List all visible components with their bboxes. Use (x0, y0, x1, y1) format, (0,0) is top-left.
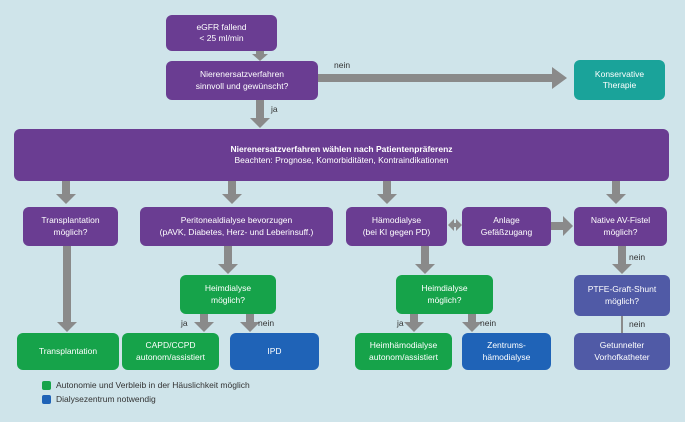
egfr-node: eGFR fallend < 25 ml/min (166, 15, 277, 51)
arrow-haemodialyse-anlage (448, 219, 462, 231)
edge-label-ja-top: ja (271, 104, 278, 114)
capd-line1: CAPD/CCPD (145, 340, 196, 351)
arrow-heimdialyse-to-ipd (240, 314, 260, 332)
legend-item-center: Dialysezentrum notwendig (42, 394, 156, 404)
anlage-line2: Gefäßzugang (480, 226, 533, 237)
edge-label-nein-zentrum: nein (480, 318, 497, 328)
heimhaemodialyse-line2: autonom/assistiert (369, 351, 438, 362)
transplantation-question-line2: möglich? (53, 226, 88, 237)
ipd-node: IPD (230, 333, 319, 370)
heimdialyse-hd-line2: möglich? (427, 294, 462, 305)
nev-question-line2: sinnvoll und gewünscht? (195, 80, 289, 91)
arrow-question-to-main (250, 100, 270, 128)
arrow-egfr-to-question (252, 50, 268, 61)
konservativ-line1: Konservative (594, 68, 645, 79)
heimdialyse-pd-line2: möglich? (210, 294, 246, 305)
peritoneal-line1: Peritonealdialyse bevorzugen (180, 215, 293, 226)
haemodialyse-node: Hämodialyse (bei KI gegen PD) (346, 207, 447, 246)
edge-label-nein-ipd: nein (258, 318, 275, 328)
arrow-native-fistel-to-ptfe (612, 246, 632, 274)
capd-node: CAPD/CCPD autonom/assistiert (122, 333, 219, 370)
edge-label-nein-ptfe: nein (629, 252, 646, 262)
arrow-anlage-to-native-fistel (551, 216, 573, 236)
legend-label-center: Dialysezentrum notwendig (56, 394, 156, 404)
haemodialyse-line2: (bei KI gegen PD) (362, 226, 431, 237)
egfr-line2: < 25 ml/min (199, 33, 244, 43)
ptfe-node: PTFE-Graft-Shunt möglich? (574, 275, 670, 316)
arrow-main-to-haemodialyse (377, 181, 397, 204)
vorhofkatheter-line1: Getunnelter (599, 340, 645, 351)
ptfe-line2: möglich? (604, 295, 640, 306)
main-choice-subtitle: Beachten: Prognose, Komorbiditäten, Kont… (234, 155, 449, 165)
heimdialyse-hd-node: Heimdialyse möglich? (396, 275, 493, 314)
edge-label-ja-heimhd: ja (397, 318, 404, 328)
zentrums-node: Zentrums- hämodialyse (462, 333, 551, 370)
heimdialyse-pd-node: Heimdialyse möglich? (180, 275, 276, 314)
edge-label-nein-top: nein (334, 60, 351, 70)
heimdialyse-hd-line1: Heimdialyse (421, 283, 468, 294)
legend-item-home: Autonomie und Verbleib in der Häuslichke… (42, 380, 250, 390)
vorhofkatheter-node: Getunnelter Vorhofkatheter (574, 333, 670, 370)
konservativ-node: Konservative Therapie (574, 60, 665, 100)
zentrums-line1: Zentrums- (487, 340, 526, 351)
arrow-heimdialyse-to-zentrums (462, 314, 482, 332)
arrow-main-to-transplantation-q (56, 181, 76, 204)
nev-question-node: Nierenersatzverfahren sinnvoll und gewün… (166, 61, 318, 100)
edge-label-ja-capd: ja (181, 318, 188, 328)
arrow-main-to-native-fistel (606, 181, 626, 204)
peritoneal-node: Peritonealdialyse bevorzugen (pAVK, Diab… (140, 207, 333, 246)
egfr-line1: eGFR fallend (196, 21, 247, 32)
arrow-heimdialyse-to-capd (194, 314, 214, 332)
heimhaemodialyse-node: Heimhämodialyse autonom/assistiert (355, 333, 452, 370)
native-fistel-node: Native AV-Fistel möglich? (574, 207, 667, 246)
main-choice-title: Nierenersatzverfahren wählen nach Patien… (230, 143, 453, 154)
konservativ-line2: Therapie (602, 80, 637, 90)
main-choice-node: Nierenersatzverfahren wählen nach Patien… (14, 129, 669, 181)
heimdialyse-pd-line1: Heimdialyse (204, 283, 252, 294)
native-fistel-line1: Native AV-Fistel (590, 215, 651, 226)
nev-question-line1: Nierenersatzverfahren (199, 69, 285, 80)
haemodialyse-line1: Hämodialyse (371, 215, 422, 226)
legend-swatch-blue (42, 394, 51, 404)
transplantation-question-line1: Transplantation (41, 215, 100, 226)
legend-swatch-green (42, 380, 51, 390)
capd-line2: autonom/assistiert (136, 351, 205, 362)
zentrums-line2: hämodialyse (482, 351, 531, 362)
anlage-line1: Anlage (493, 215, 520, 226)
arrow-main-to-peritoneal (222, 181, 242, 204)
edge-label-nein-vorhof: nein (629, 319, 646, 329)
anlage-node: Anlage Gefäßzugang (462, 207, 551, 246)
transplantation-label: Transplantation (38, 345, 98, 356)
arrow-heimdialyse-to-heimhaemodialyse (404, 314, 424, 332)
vorhofkatheter-line2: Vorhofkatheter (594, 351, 650, 362)
ipd-label: IPD (267, 345, 282, 356)
arrow-peritoneal-to-heimdialyse (218, 246, 238, 274)
native-fistel-line2: möglich? (603, 226, 638, 237)
arrow-transplantation-q-to-transplantation (57, 246, 77, 332)
ptfe-line1: PTFE-Graft-Shunt (587, 284, 657, 295)
transplantation-node: Transplantation (17, 333, 119, 370)
transplantation-question-node: Transplantation möglich? (23, 207, 118, 246)
arrow-haemodialyse-to-heimdialyse (415, 246, 435, 274)
arrow-question-to-konservativ (318, 67, 567, 89)
heimhaemodialyse-line1: Heimhämodialyse (369, 340, 438, 351)
peritoneal-line2: (pAVK, Diabetes, Herz- und Leberinsuff.) (159, 226, 314, 237)
legend-label-home: Autonomie und Verbleib in der Häuslichke… (56, 380, 250, 390)
